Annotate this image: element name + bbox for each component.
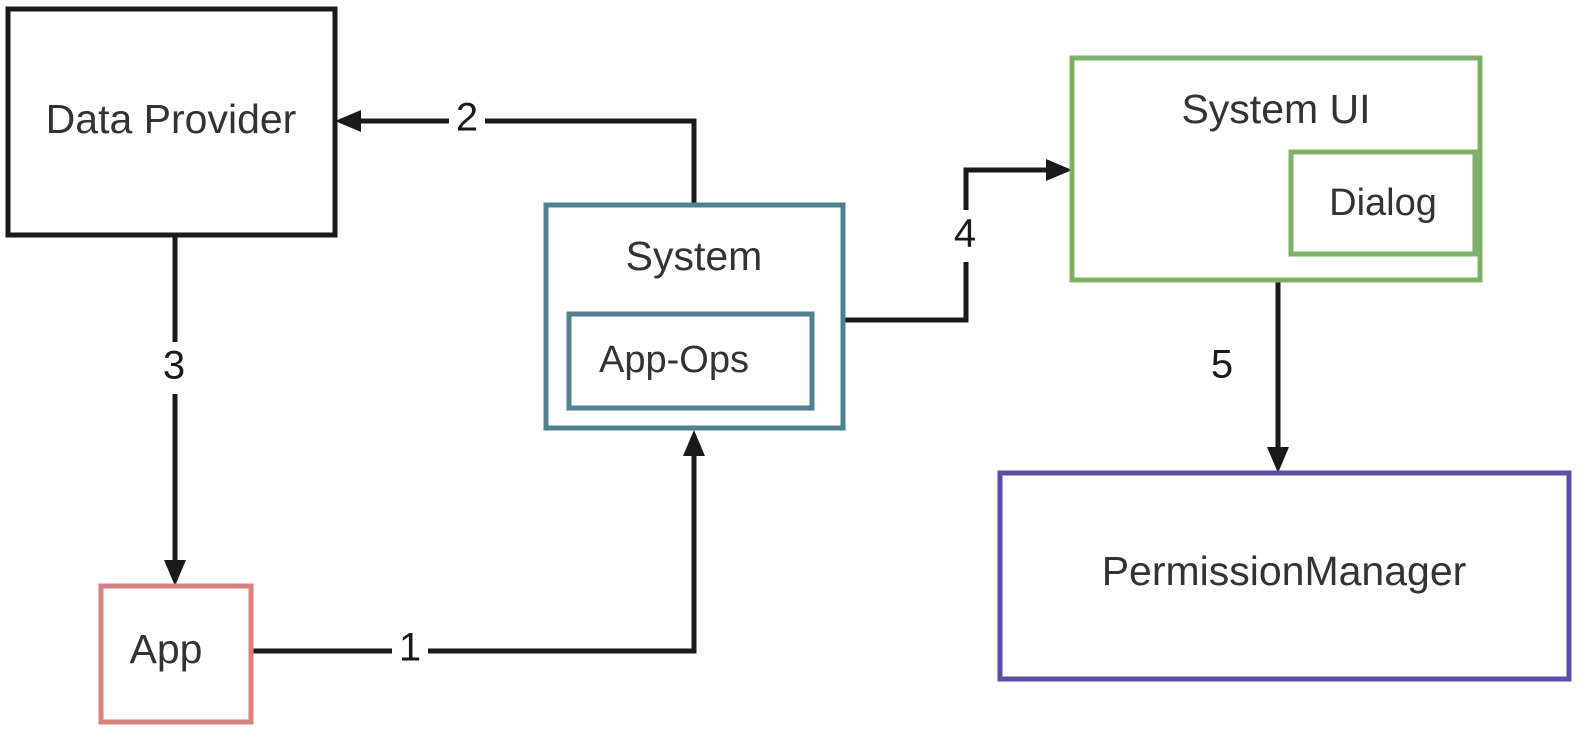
node-label-app-ops: App-Ops — [599, 339, 749, 381]
node-label-app: App — [130, 626, 203, 672]
node-box-data-provider[interactable] — [5, 6, 338, 238]
node-data-provider[interactable]: Data Provider — [5, 6, 338, 238]
edge-label-4: 4 — [954, 212, 976, 256]
node-label-permission-manager: PermissionManager — [1102, 548, 1467, 594]
node-box-permission-manager[interactable] — [997, 470, 1572, 682]
edge-label-backdrop-5 — [1204, 341, 1240, 393]
edge-label-group-1: 1 — [392, 624, 428, 676]
edge-label-backdrop-1 — [392, 624, 428, 676]
edge-1 — [251, 430, 705, 654]
node-box-app-ops[interactable] — [566, 311, 815, 411]
edge-2 — [335, 110, 697, 205]
arrowhead-right-icon — [1046, 159, 1072, 181]
edge-label-5: 5 — [1211, 343, 1233, 387]
arrowhead-down-icon — [164, 560, 186, 586]
edge-label-group-5: 5 — [1204, 341, 1240, 393]
node-label-dialog: Dialog — [1329, 182, 1437, 224]
edge-label-3: 3 — [163, 344, 185, 388]
edge-3 — [164, 235, 186, 586]
edge-labels-layer: 1 2 3 4 5 — [156, 94, 1240, 676]
edge-label-backdrop-3 — [156, 342, 192, 394]
node-app[interactable]: App — [98, 583, 254, 725]
node-permission-manager[interactable]: PermissionManager — [997, 470, 1572, 682]
node-label-data-provider: Data Provider — [46, 96, 297, 142]
arrowhead-up-icon — [683, 430, 705, 456]
node-dialog[interactable]: Dialog — [1288, 149, 1478, 257]
edge-label-2: 2 — [456, 96, 478, 140]
node-app-ops[interactable]: App-Ops — [566, 311, 815, 411]
edge-label-backdrop-4 — [947, 210, 983, 262]
edge-label-group-3: 3 — [156, 342, 192, 394]
edge-path-2 — [345, 118, 697, 205]
arrowhead-left-icon — [335, 110, 361, 132]
edge-label-backdrop-2 — [449, 94, 485, 146]
node-label-system: System — [626, 233, 763, 279]
arrowhead-down-icon — [1267, 447, 1289, 473]
node-box-dialog[interactable] — [1288, 149, 1478, 257]
edge-path-1 — [251, 438, 697, 654]
edge-5 — [1267, 280, 1289, 473]
node-box-app[interactable] — [98, 583, 254, 725]
edge-label-1: 1 — [399, 626, 421, 670]
edge-label-group-4: 4 — [947, 210, 983, 262]
edge-label-group-2: 2 — [449, 94, 485, 146]
node-label-system-ui: System UI — [1181, 86, 1370, 132]
